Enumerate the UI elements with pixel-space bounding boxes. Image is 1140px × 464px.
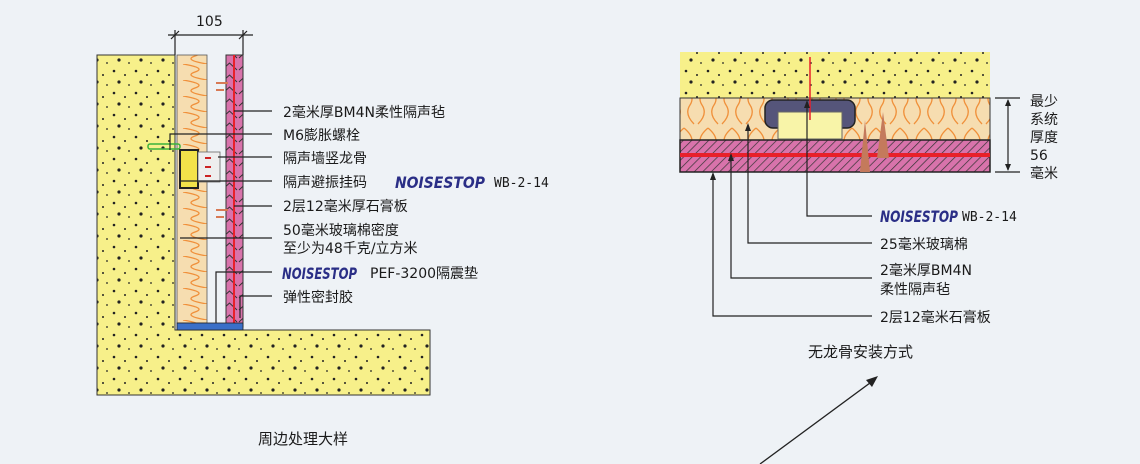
thickness-line-2: 系统 — [1030, 112, 1058, 128]
right-section-detail: 最少 系统 厚度 56 毫米 NOISESTOP WB-2-14 25毫米玻璃棉… — [679, 52, 1058, 464]
noisestop-logo: NOISESTOP — [880, 207, 958, 226]
caption-perimeter-detail: 周边处理大样 — [258, 430, 348, 448]
label-clip-model: WB-2-14 — [962, 210, 1017, 225]
thickness-line-4: 56 — [1030, 148, 1048, 164]
pointer-arrow — [759, 379, 875, 464]
concrete-ceiling — [680, 52, 990, 98]
label-pad-model: PEF-3200隔震垫 — [370, 266, 478, 282]
arrow-head-icon — [866, 376, 878, 387]
label-felt-1: 2毫米厚BM4N — [880, 262, 972, 279]
label-wool: 25毫米玻璃棉 — [880, 236, 968, 253]
label-felt-2: 柔性隔声毡 — [880, 282, 950, 298]
label-stud: 隔声墙竖龙骨 — [283, 151, 367, 167]
dimension-105: 105 — [196, 14, 223, 30]
label-wool-2: 至少为48千克/立方米 — [283, 241, 418, 257]
noisestop-logo: NOISESTOP — [282, 264, 357, 283]
thickness-line-1: 最少 — [1030, 94, 1058, 110]
label-felt: 2毫米厚BM4N柔性隔声毡 — [283, 104, 445, 121]
label-wool-1: 50毫米玻璃棉密度 — [283, 222, 399, 239]
isolation-pad — [176, 322, 244, 331]
left-section-detail: 105 2毫米厚BM4N柔性隔声毡 M6膨胀螺栓 隔声墙竖龙骨 隔声避振挂码 N… — [96, 14, 549, 448]
label-bolt: M6膨胀螺栓 — [283, 127, 360, 144]
stud-bracket — [179, 149, 199, 189]
caption-no-stud-install: 无龙骨安装方式 — [808, 343, 913, 361]
label-board: 2层12毫米厚石膏板 — [283, 198, 408, 215]
thickness-line-3: 厚度 — [1030, 130, 1058, 146]
label-board: 2层12毫米石膏板 — [880, 309, 991, 326]
label-sealant: 弹性密封胶 — [283, 289, 353, 306]
noisestop-logo: NOISESTOP — [395, 173, 485, 192]
expansion-bolt — [147, 143, 181, 150]
label-clip-model: WB-2-14 — [494, 176, 549, 191]
label-clip: 隔声避振挂码 — [283, 175, 367, 191]
thickness-line-5: 毫米 — [1030, 165, 1058, 182]
